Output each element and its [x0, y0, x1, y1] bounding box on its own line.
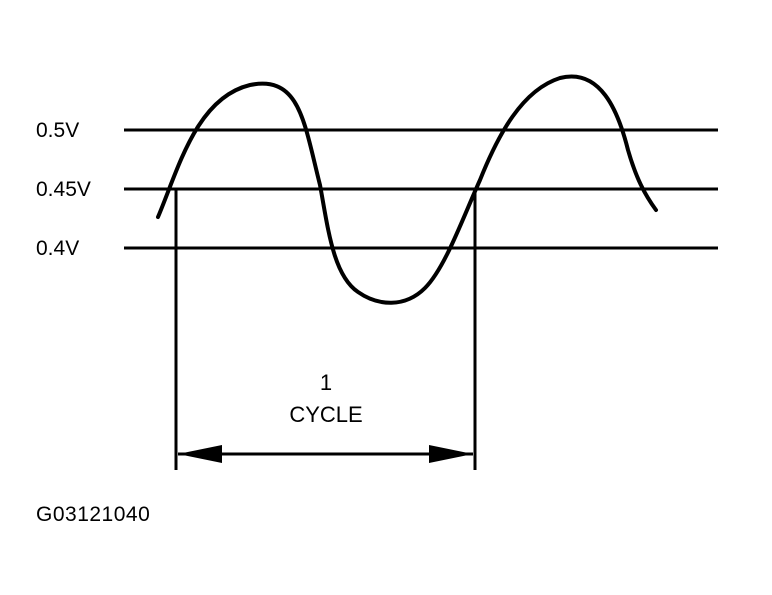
cycle-number-label: 1 — [320, 370, 332, 395]
waveform-curve — [156, 74, 658, 305]
level-label-0-45v: 0.45V — [36, 178, 91, 201]
level-label-0-5v: 0.5V — [36, 119, 79, 142]
arrowhead-left-icon — [178, 445, 222, 463]
arrowhead-right-icon — [429, 445, 473, 463]
figure-id-label: G03121040 — [36, 503, 150, 526]
cycle-word-label: CYCLE — [289, 402, 362, 427]
level-label-0-4v: 0.4V — [36, 237, 79, 260]
